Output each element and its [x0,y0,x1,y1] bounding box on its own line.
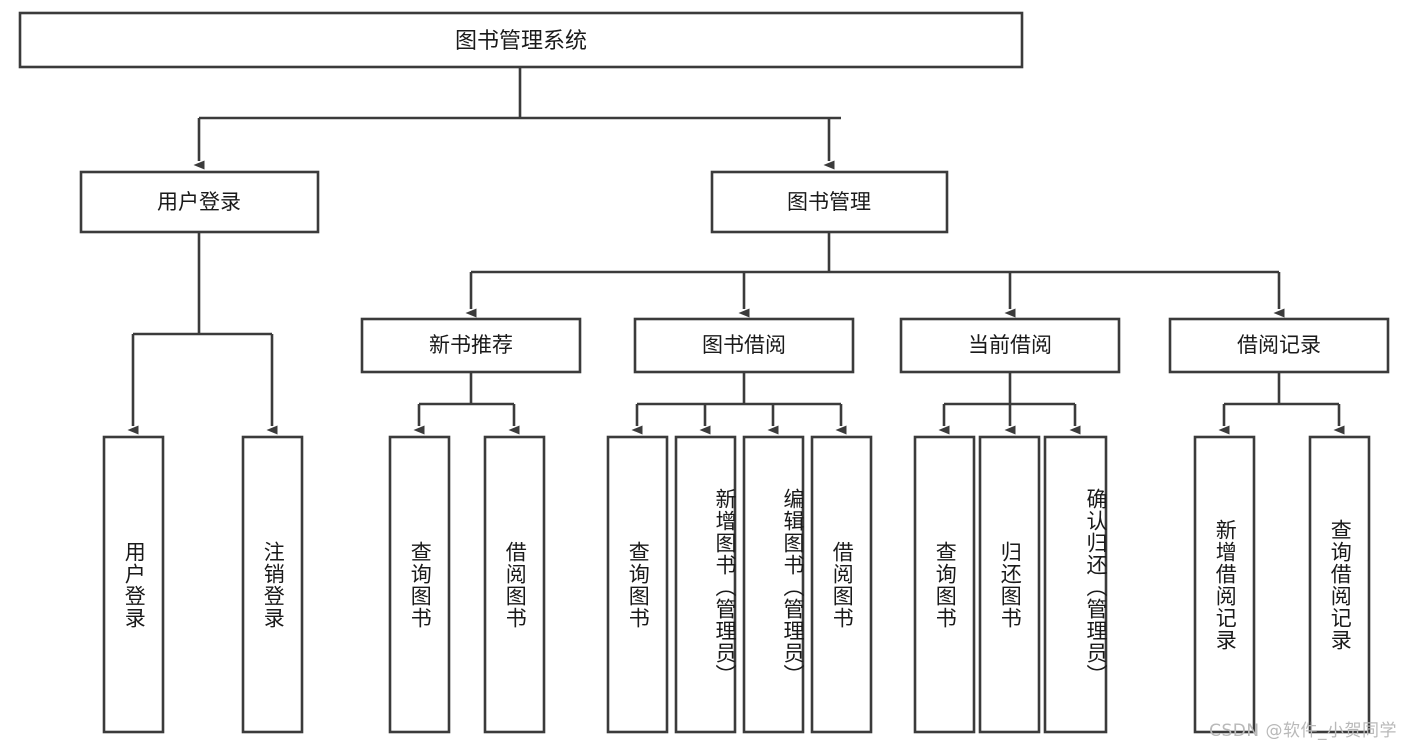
node-borrow-record-label: 借阅记录 [1237,333,1321,357]
leaf-box-edit-book-admin[interactable] [742,435,805,734]
node-borrow-record[interactable]: 借阅记录 [1168,317,1390,374]
leaf-box-return-book[interactable] [978,435,1041,734]
node-book-borrow-label: 图书借阅 [702,333,786,357]
leaf-box-query-book-2[interactable] [606,435,669,734]
node-book-borrow[interactable]: 图书借阅 [633,317,855,374]
node-root-book-management-system[interactable]: 图书管理系统 [18,11,1024,69]
leaf-box-add-book-admin[interactable] [674,435,737,734]
leaf-box-query-borrow-record[interactable] [1308,435,1371,734]
node-new-book-recommend[interactable]: 新书推荐 [360,317,582,374]
connector-root-to-level2 [193,67,841,170]
connector-userlogin-to-leaves [127,232,278,435]
node-book-management[interactable]: 图书管理 [710,170,949,234]
node-new-book-recommend-label: 新书推荐 [429,333,513,357]
leaf-box-user-login[interactable] [102,435,165,734]
node-book-management-label: 图书管理 [787,190,871,214]
leaf-box-confirm-return-admin[interactable] [1043,435,1108,734]
connector-bookborrow-to-leaves [631,372,847,435]
leaf-box-borrow-book-2[interactable] [810,435,873,734]
node-root-label: 图书管理系统 [455,29,587,54]
leaf-box-add-borrow-record[interactable] [1193,435,1256,734]
leaf-box-borrow-book-1[interactable] [483,435,546,734]
node-user-login[interactable]: 用户登录 [79,170,320,234]
node-current-borrow[interactable]: 当前借阅 [899,317,1121,374]
node-current-borrow-label: 当前借阅 [968,333,1052,357]
node-user-login-label: 用户登录 [157,190,241,214]
csdn-watermark: CSDN @软件_小贺同学 [1209,721,1397,741]
leaf-box-query-book-1[interactable] [388,435,451,734]
connector-currentborrow-to-leaves [938,372,1081,435]
leaf-box-query-book-3[interactable] [913,435,976,734]
leaf-box-logout-login[interactable] [241,435,304,734]
connector-bookmgmt-to-level3 [465,232,1285,318]
connector-borrowrecord-to-leaves [1218,372,1345,435]
connector-newbook-to-leaves [413,372,520,435]
